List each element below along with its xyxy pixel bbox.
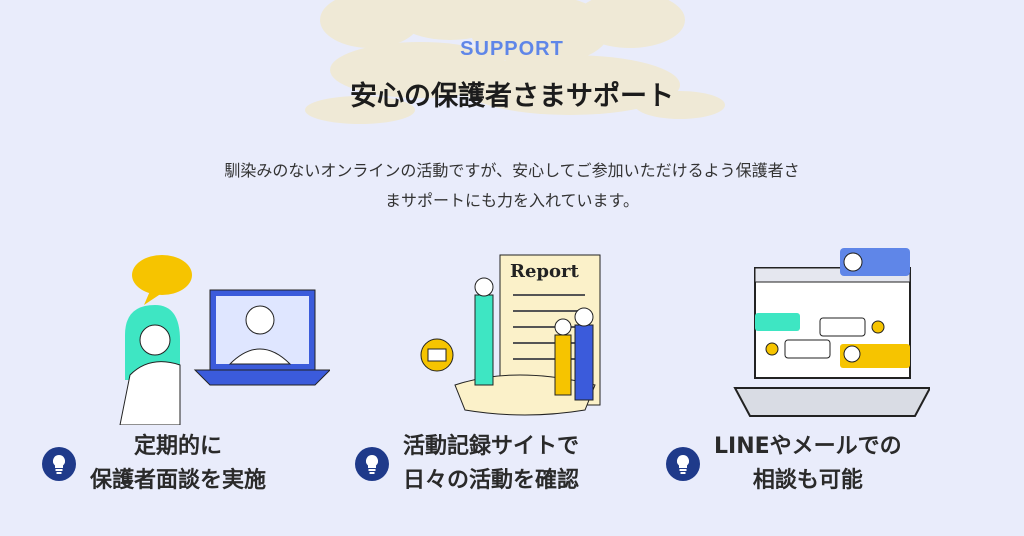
feature-text: LINEやメールでの 相談も可能 bbox=[714, 434, 902, 493]
feature-activity-records: 活動記録サイトで 日々の活動を確認 bbox=[355, 430, 579, 498]
lightbulb-icon bbox=[666, 447, 700, 481]
report-scroll-illustration: Report bbox=[420, 254, 601, 416]
lightbulb-icon bbox=[42, 447, 76, 481]
truncated-caption bbox=[370, 528, 670, 536]
video-call-illustration bbox=[119, 255, 330, 425]
feature-parent-meetings: 定期的に 保護者面談を実施 bbox=[42, 430, 266, 498]
section-title: 安心の保護者さまサポート bbox=[350, 81, 674, 112]
section-eyebrow: SUPPORT bbox=[460, 38, 564, 60]
feature-text: 活動記録サイトで 日々の活動を確認 bbox=[403, 434, 580, 493]
cloud-decoration bbox=[305, 0, 725, 124]
feature-text: 定期的に 保護者面談を実施 bbox=[90, 434, 267, 493]
lightbulb-icon bbox=[355, 447, 389, 481]
report-heading: Report bbox=[510, 261, 579, 282]
section-lead: 馴染みのないオンラインの活動ですが、安心してご参加いただけるよう保護者さまサポー… bbox=[224, 161, 800, 210]
chat-laptop-illustration bbox=[733, 248, 930, 417]
feature-line-email-consultation: LINEやメールでの 相談も可能 bbox=[666, 430, 902, 498]
